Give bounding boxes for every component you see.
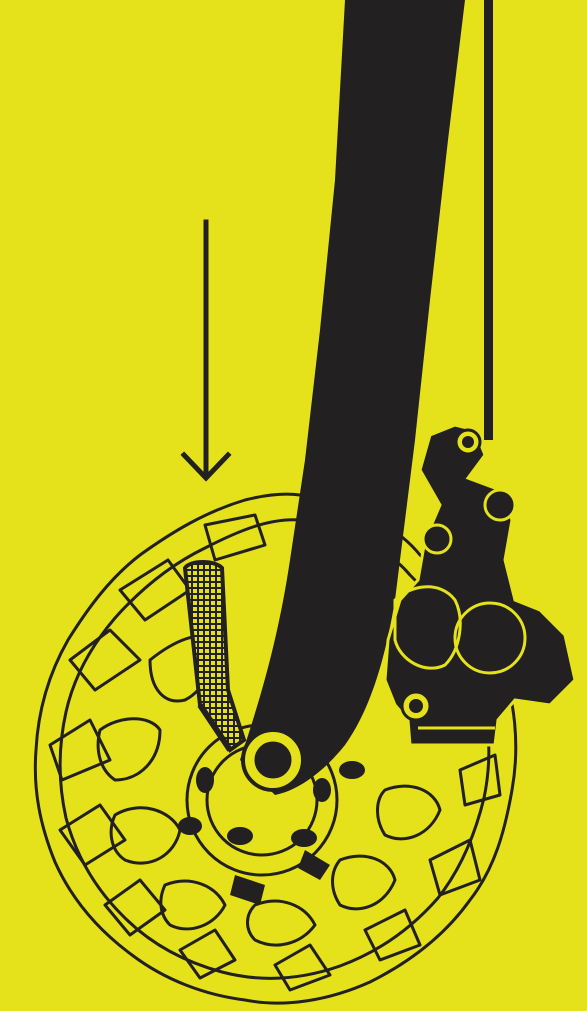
brake-hose-icon	[484, 0, 493, 440]
down-arrow-icon	[184, 222, 228, 478]
brake-caliper-icon	[385, 425, 575, 745]
quick-release-lever-icon	[185, 562, 244, 750]
axle-icon	[243, 730, 303, 790]
